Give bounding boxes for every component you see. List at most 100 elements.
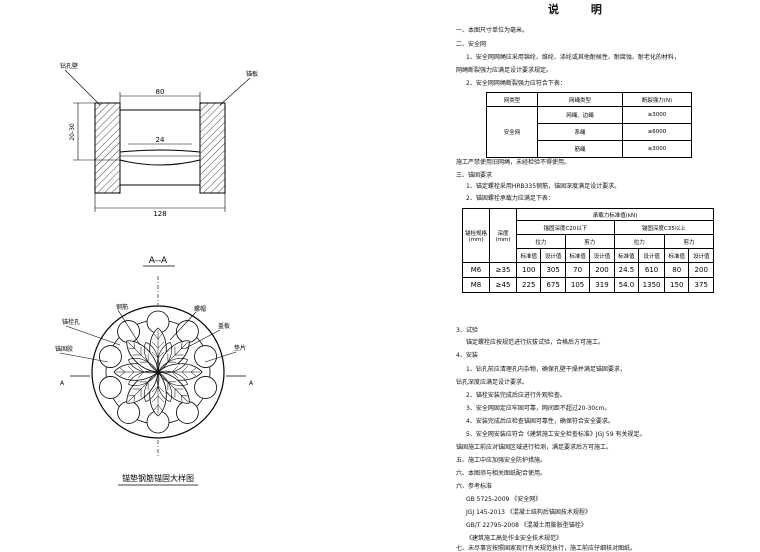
scallop — [99, 376, 122, 399]
petal-group — [113, 327, 203, 417]
t2-subsub-2: 设计值 — [540, 248, 566, 263]
scallop — [117, 401, 141, 424]
t2-r1-c7: 610 — [638, 262, 666, 278]
notes-title: 说 明 — [548, 3, 616, 16]
note-after-table1: 施工严禁使用旧网绳，未经检验不得使用。 — [456, 159, 571, 166]
table-anchor-capacity: 锚栓规格(mm) 深度(mm) 承载力标准值(kN) 锚固深度C20以下 锚固深… — [461, 208, 715, 293]
petal-vein — [128, 371, 159, 402]
t2-r2-c2: 225 — [516, 277, 542, 293]
note-line-2: 二、安全网 — [456, 41, 487, 48]
section7: 七、未尽事宜按照国家现行有关规范执行，施工前应仔细核对图纸。 — [456, 545, 637, 552]
plan-label-4: 螺帽 — [194, 305, 206, 313]
note-line-1: 一、本图尺寸单位为毫米。 — [456, 27, 529, 34]
t2-r1-c0: M6 — [461, 262, 491, 278]
install-line-2: 钻孔深度应满足设计要求。 — [456, 379, 529, 386]
note-line-5: 2、安全网网绳断裂强力应符合下表： — [466, 80, 566, 87]
t1-head-1: 网类型 — [486, 92, 538, 107]
t2-r1-c4: 70 — [564, 262, 591, 278]
t2-r2-c6: 54.0 — [613, 277, 640, 293]
t2-subsub-5: 标准值 — [613, 248, 640, 263]
inner-petal — [128, 358, 159, 374]
inner-petal — [156, 342, 172, 373]
install-line-1: 1、钻孔前应清理孔内杂物，确保孔壁干燥并满足锚固要求， — [466, 366, 626, 373]
note-line-4: 网绳断裂强力应满足设计要求规定。 — [456, 67, 553, 74]
ref-1: GB 5725-2009 《安全网》 — [466, 496, 542, 503]
t2-subsub-1: 标准值 — [516, 248, 542, 263]
scallop — [194, 345, 217, 368]
t2-head-depth: 深度(mm) — [489, 208, 518, 263]
plan-label-3: 钢筋 — [116, 303, 128, 311]
marker-a-left: A — [60, 380, 65, 387]
t2-subsub-6: 设计值 — [638, 248, 666, 263]
t2-r2-c1: ≥45 — [489, 277, 518, 293]
t2-r2-c9: 375 — [688, 277, 714, 293]
plan-view: A A 锚栓孔 锚固胶 钢筋 螺帽 盖板 垫片 锚垫钢筋锚固大样图 — [55, 276, 254, 486]
t1-head-2: 网绳类型 — [537, 92, 623, 107]
dim-80: 80 — [156, 88, 165, 96]
t2-r2-c8: 150 — [664, 277, 690, 293]
t1-r3-val: ≥3000 — [622, 140, 692, 158]
t2-r1-c5: 200 — [589, 262, 615, 278]
scallop — [175, 401, 199, 424]
petal-vein — [151, 372, 165, 414]
t2-sub-3: 拉力 — [613, 234, 666, 249]
ref-2: JGJ 145-2013 《混凝土结构后锚固技术规程》 — [466, 509, 591, 516]
t2-r2-c3: 675 — [540, 277, 566, 293]
t2-subsub-4: 设计值 — [589, 248, 615, 263]
t2-r2-c5: 319 — [589, 277, 615, 293]
plan-label-6: 垫片 — [234, 344, 246, 352]
inner-petal — [156, 371, 172, 402]
section4-test-line: 锚定螺栓应按规范进行抗拔试验，合格后方可施工。 — [466, 339, 605, 346]
section3-title: 三、锚固要求 — [456, 172, 493, 179]
scallop — [175, 320, 199, 343]
t2-r1-c3: 305 — [540, 262, 566, 278]
install-line-7: 锚固施工前应对锚固区域进行检测，满足要求后方可施工。 — [456, 444, 613, 451]
t2-r1-c2: 100 — [516, 262, 542, 278]
petal-vein — [128, 342, 159, 373]
marker-a-right: A — [249, 380, 254, 387]
t2-head-top: 承载力标准值(kN) — [516, 208, 714, 221]
t2-head-c1: 锚固深度C20以下 — [516, 220, 615, 235]
t1-head-3: 断裂强力(N) — [622, 92, 692, 107]
t2-head-spec: 锚栓规格(mm) — [461, 208, 491, 263]
section-view: 80 24 128 20-30 钻孔壁 锚板 A--A — [60, 62, 258, 267]
scallop-group — [99, 310, 217, 434]
ref-3: GB/T 22795-2008 《混凝土用膨胀型锚栓》 — [466, 522, 587, 529]
plan-label-5: 盖板 — [218, 322, 230, 330]
ref-4: 《建筑施工高处作业安全技术规范》 — [466, 535, 563, 542]
scallop — [99, 345, 122, 368]
plan-label-2: 锚固胶 — [55, 345, 73, 353]
t1-r2-type: 系绳 — [537, 123, 623, 141]
petal-vein — [151, 330, 165, 372]
t1-r1-val: ≥3000 — [622, 106, 692, 124]
t2-r1-c1: ≥35 — [489, 262, 518, 278]
t2-r1-c8: 80 — [664, 262, 690, 278]
table-net-strength: 网类型 网绳类型 断裂强力(N) 安全网 网绳、边绳 ≥3000 系绳 ≥600… — [486, 92, 692, 158]
plan-label-1: 锚栓孔 — [62, 318, 80, 326]
install-line-6: 5、安全网安装应符合《建筑施工安全检查标准》JGJ 59 有关规定。 — [466, 431, 646, 438]
section3-line1: 1、锚定螺栓采用HRB335钢筋，锚固深度满足设计要求。 — [466, 183, 621, 190]
t2-sub-2: 剪力 — [564, 234, 615, 249]
t1-group: 安全网 — [486, 106, 538, 158]
inner-petal — [157, 358, 188, 374]
note-line-3: 1、安全网网绳应采用锦纶、维纶、涤纶或其他耐候性、耐腐蚀、耐老化的材料， — [466, 54, 680, 61]
inner-petal — [128, 370, 159, 386]
petal-vein — [157, 342, 188, 373]
install-line-4: 3、安全网固定应牢固可靠，网间距不超过20-30cm。 — [466, 405, 611, 412]
refs-title: 六、参考标准 — [456, 483, 493, 490]
label-plate: 锚板 — [246, 70, 258, 78]
install-line-5: 4、安装完成后应检查锚固可靠性，确保符合安全要求。 — [466, 418, 614, 425]
plan-caption: 锚垫钢筋锚固大样图 — [122, 473, 194, 483]
section-label: A--A — [149, 256, 168, 266]
t2-sub-1: 拉力 — [516, 234, 566, 249]
section4-install: 4、安装 — [456, 352, 478, 359]
dim-side: 20-30 — [69, 123, 76, 141]
t1-r1-type: 网绳、边绳 — [537, 106, 623, 124]
t2-r2-c4: 105 — [564, 277, 591, 293]
t2-head-c2: 锚固深度C35以上 — [613, 220, 715, 235]
t2-r2-c0: M8 — [461, 277, 491, 293]
install-line-3: 2、锚栓安装完成后应进行外观检查。 — [466, 392, 566, 399]
section5: 五、施工中应加强安全防护措施。 — [456, 457, 547, 464]
t2-r1-c6: 24.5 — [613, 262, 640, 278]
